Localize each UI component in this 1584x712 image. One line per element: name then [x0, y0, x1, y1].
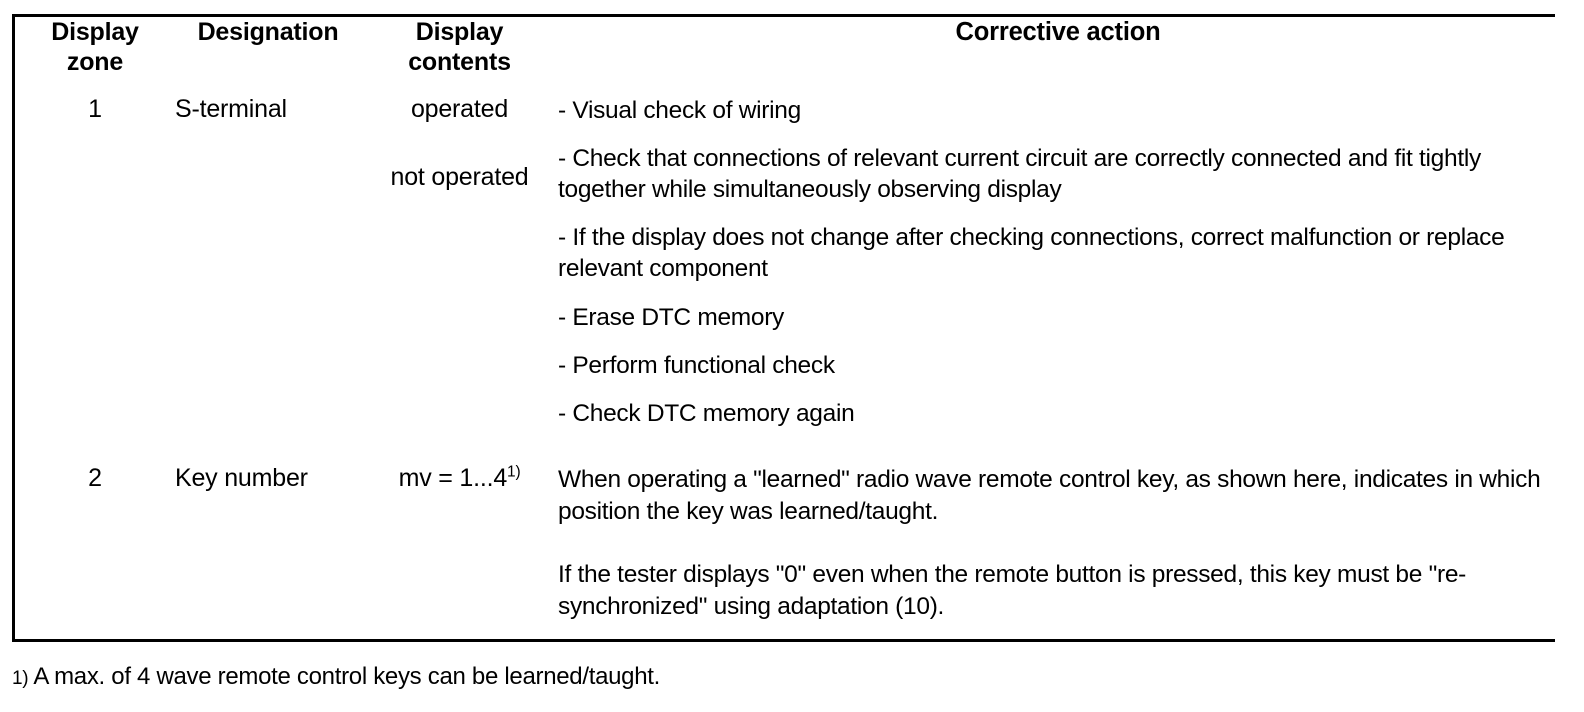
column-header-designation: Designation — [175, 17, 361, 95]
cell-display-zone: 1 — [15, 95, 175, 464]
header-row: Display zone Designation Display content… — [15, 17, 1558, 95]
diagnostic-table: Display zone Designation Display content… — [15, 17, 1558, 639]
cell-corrective-action: - Visual check of wiring - Check that co… — [558, 95, 1558, 464]
corrective-action-paragraph: If the tester displays "0" even when the… — [558, 560, 1467, 620]
cell-designation: Key number — [175, 463, 361, 639]
column-header-display-contents-line2: contents — [408, 48, 511, 76]
cell-display-contents: operated not operated — [361, 95, 558, 464]
table-row: 1 S-terminal operated not operated - Vis… — [15, 95, 1558, 464]
table-header: Display zone Designation Display content… — [15, 17, 1558, 95]
cell-corrective-action: When operating a "learned" radio wave re… — [558, 463, 1558, 639]
footnote-text: A max. of 4 wave remote control keys can… — [33, 663, 660, 690]
display-contents-formula: mv = 1...41) — [361, 464, 558, 493]
column-header-corrective-action: Corrective action — [558, 17, 1558, 95]
column-header-display-zone-line1: Display — [51, 18, 139, 46]
column-header-display-contents-line1: Display — [415, 18, 504, 46]
display-contents-footnote-marker: 1) — [507, 463, 521, 481]
corrective-action-paragraph: When operating a "learned" radio wave re… — [558, 465, 1541, 525]
corrective-action-item: - Erase DTC memory — [558, 303, 785, 331]
table-body: 1 S-terminal operated not operated - Vis… — [15, 95, 1558, 639]
display-contents-value-operated: operated — [410, 95, 509, 123]
corrective-action-item: - Perform functional check — [558, 351, 835, 379]
column-header-display-zone: Display zone — [15, 17, 175, 95]
display-contents-formula-text: mv = 1...4 — [398, 463, 508, 492]
footnote-marker: 1) — [12, 668, 29, 689]
column-header-display-contents: Display contents — [361, 17, 558, 95]
corrective-action-item: - Check DTC memory again — [558, 399, 855, 427]
cell-display-contents: mv = 1...41) — [361, 463, 558, 639]
corrective-action-item: - Check that connections of relevant cur… — [558, 145, 1481, 204]
cell-display-zone: 2 — [15, 463, 175, 639]
footnote: 1) A max. of 4 wave remote control keys … — [12, 663, 1572, 691]
column-header-display-zone-line2: zone — [66, 48, 124, 76]
column-header-designation-line1: Designation — [197, 18, 339, 46]
corrective-action-item: - If the display does not change after c… — [558, 224, 1505, 283]
display-contents-value-not-operated: not operated — [390, 163, 529, 191]
cell-designation: S-terminal — [175, 95, 361, 464]
column-header-corrective-action-line1: Corrective action — [955, 18, 1161, 46]
corrective-action-item: - Visual check of wiring — [558, 97, 801, 124]
table-row: 2 Key number mv = 1...41) When operating… — [15, 463, 1558, 639]
diagnostic-table-container: Display zone Designation Display content… — [12, 14, 1558, 642]
